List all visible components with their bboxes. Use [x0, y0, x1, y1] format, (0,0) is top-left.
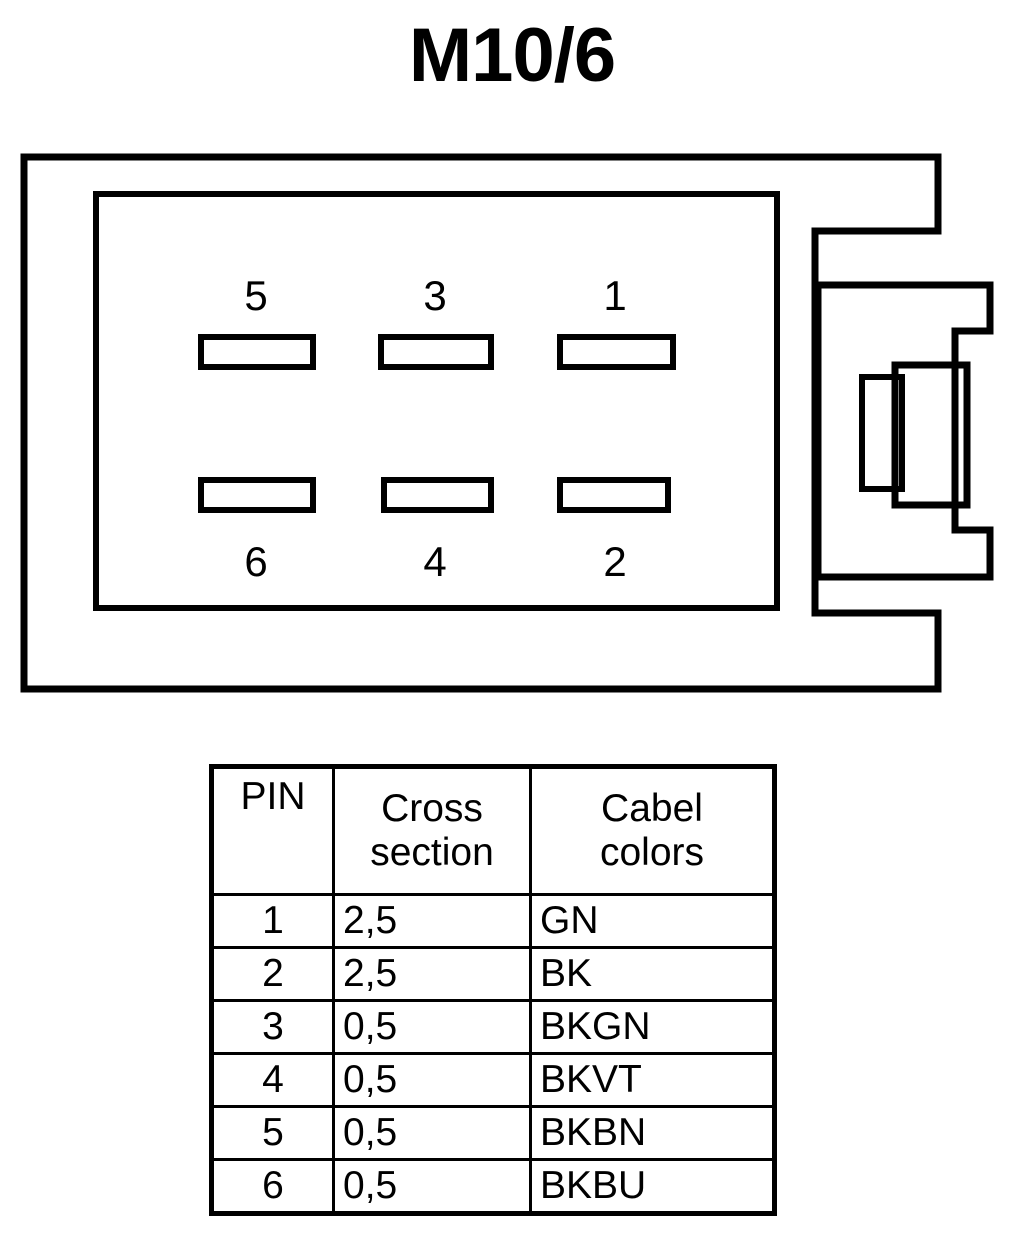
- pin-slot-3: [378, 334, 494, 370]
- cell-pin: 1: [210, 893, 335, 949]
- table-row: 3 0,5 BKGN: [210, 999, 776, 1055]
- cell-cross-section: 0,5: [332, 1158, 532, 1215]
- pin-label-1: 1: [603, 272, 626, 319]
- cell-cable-color: BKVT: [529, 1052, 776, 1108]
- latch-nub: [859, 374, 905, 492]
- cell-pin: 2: [210, 946, 335, 1002]
- table-row: 5 0,5 BKBN: [210, 1105, 776, 1161]
- header-pin: PIN: [210, 765, 335, 896]
- cell-cross-section: 0,5: [332, 1052, 532, 1108]
- table-row: 4 0,5 BKVT: [210, 1052, 776, 1108]
- header-cross-section-line2: section: [370, 831, 494, 874]
- pin-slot-1: [557, 334, 676, 370]
- connector-outer-housing: [20, 153, 942, 693]
- header-cable-colors-line2: colors: [599, 831, 705, 874]
- cell-cable-color: BKGN: [529, 999, 776, 1055]
- cell-pin: 5: [210, 1105, 335, 1161]
- pin-label-5: 5: [244, 272, 267, 319]
- header-cross-section: Cross section: [332, 765, 532, 896]
- table-row: 2 2,5 BK: [210, 946, 776, 1002]
- pin-assignment-table: PIN Cross section Cabel colors 1 2,5 GN …: [209, 764, 777, 1216]
- cell-cross-section: 2,5: [332, 946, 532, 1002]
- pin-slot-4: [381, 477, 494, 513]
- table-header-row: PIN Cross section Cabel colors: [210, 765, 776, 896]
- pin-slot-2: [557, 477, 671, 513]
- cell-cross-section: 2,5: [332, 893, 532, 949]
- cell-cross-section: 0,5: [332, 999, 532, 1055]
- page-title: M10/6: [408, 13, 616, 98]
- pin-slot-6: [198, 477, 316, 513]
- cell-cable-color: BKBN: [529, 1105, 776, 1161]
- table-row: 6 0,5 BKBU: [210, 1158, 776, 1215]
- cell-cable-color: BKBU: [529, 1158, 776, 1215]
- pin-label-2: 2: [603, 538, 626, 585]
- connector-inner-cavity: [93, 191, 780, 611]
- cell-pin: 3: [210, 999, 335, 1055]
- header-cable-colors-line1: Cabel: [601, 787, 703, 831]
- cell-cable-color: BK: [529, 946, 776, 1002]
- cell-cable-color: GN: [529, 893, 776, 949]
- pin-label-4: 4: [423, 538, 446, 585]
- pin-slot-5: [198, 334, 316, 370]
- header-cross-section-line1: Cross: [381, 787, 483, 831]
- cell-pin: 6: [210, 1158, 335, 1215]
- pin-assignment-table-container: PIN Cross section Cabel colors 1 2,5 GN …: [209, 764, 777, 1216]
- latch-outer-profile: [814, 281, 994, 581]
- pin-label-3: 3: [423, 272, 446, 319]
- connector-diagram: 5 3 1 6 4 2: [0, 140, 1024, 710]
- pin-label-6: 6: [244, 538, 267, 585]
- header-cable-colors: Cabel colors: [529, 765, 776, 896]
- table-row: 1 2,5 GN: [210, 893, 776, 949]
- latch-inner-tongue: [891, 361, 971, 509]
- cell-pin: 4: [210, 1052, 335, 1108]
- cell-cross-section: 0,5: [332, 1105, 532, 1161]
